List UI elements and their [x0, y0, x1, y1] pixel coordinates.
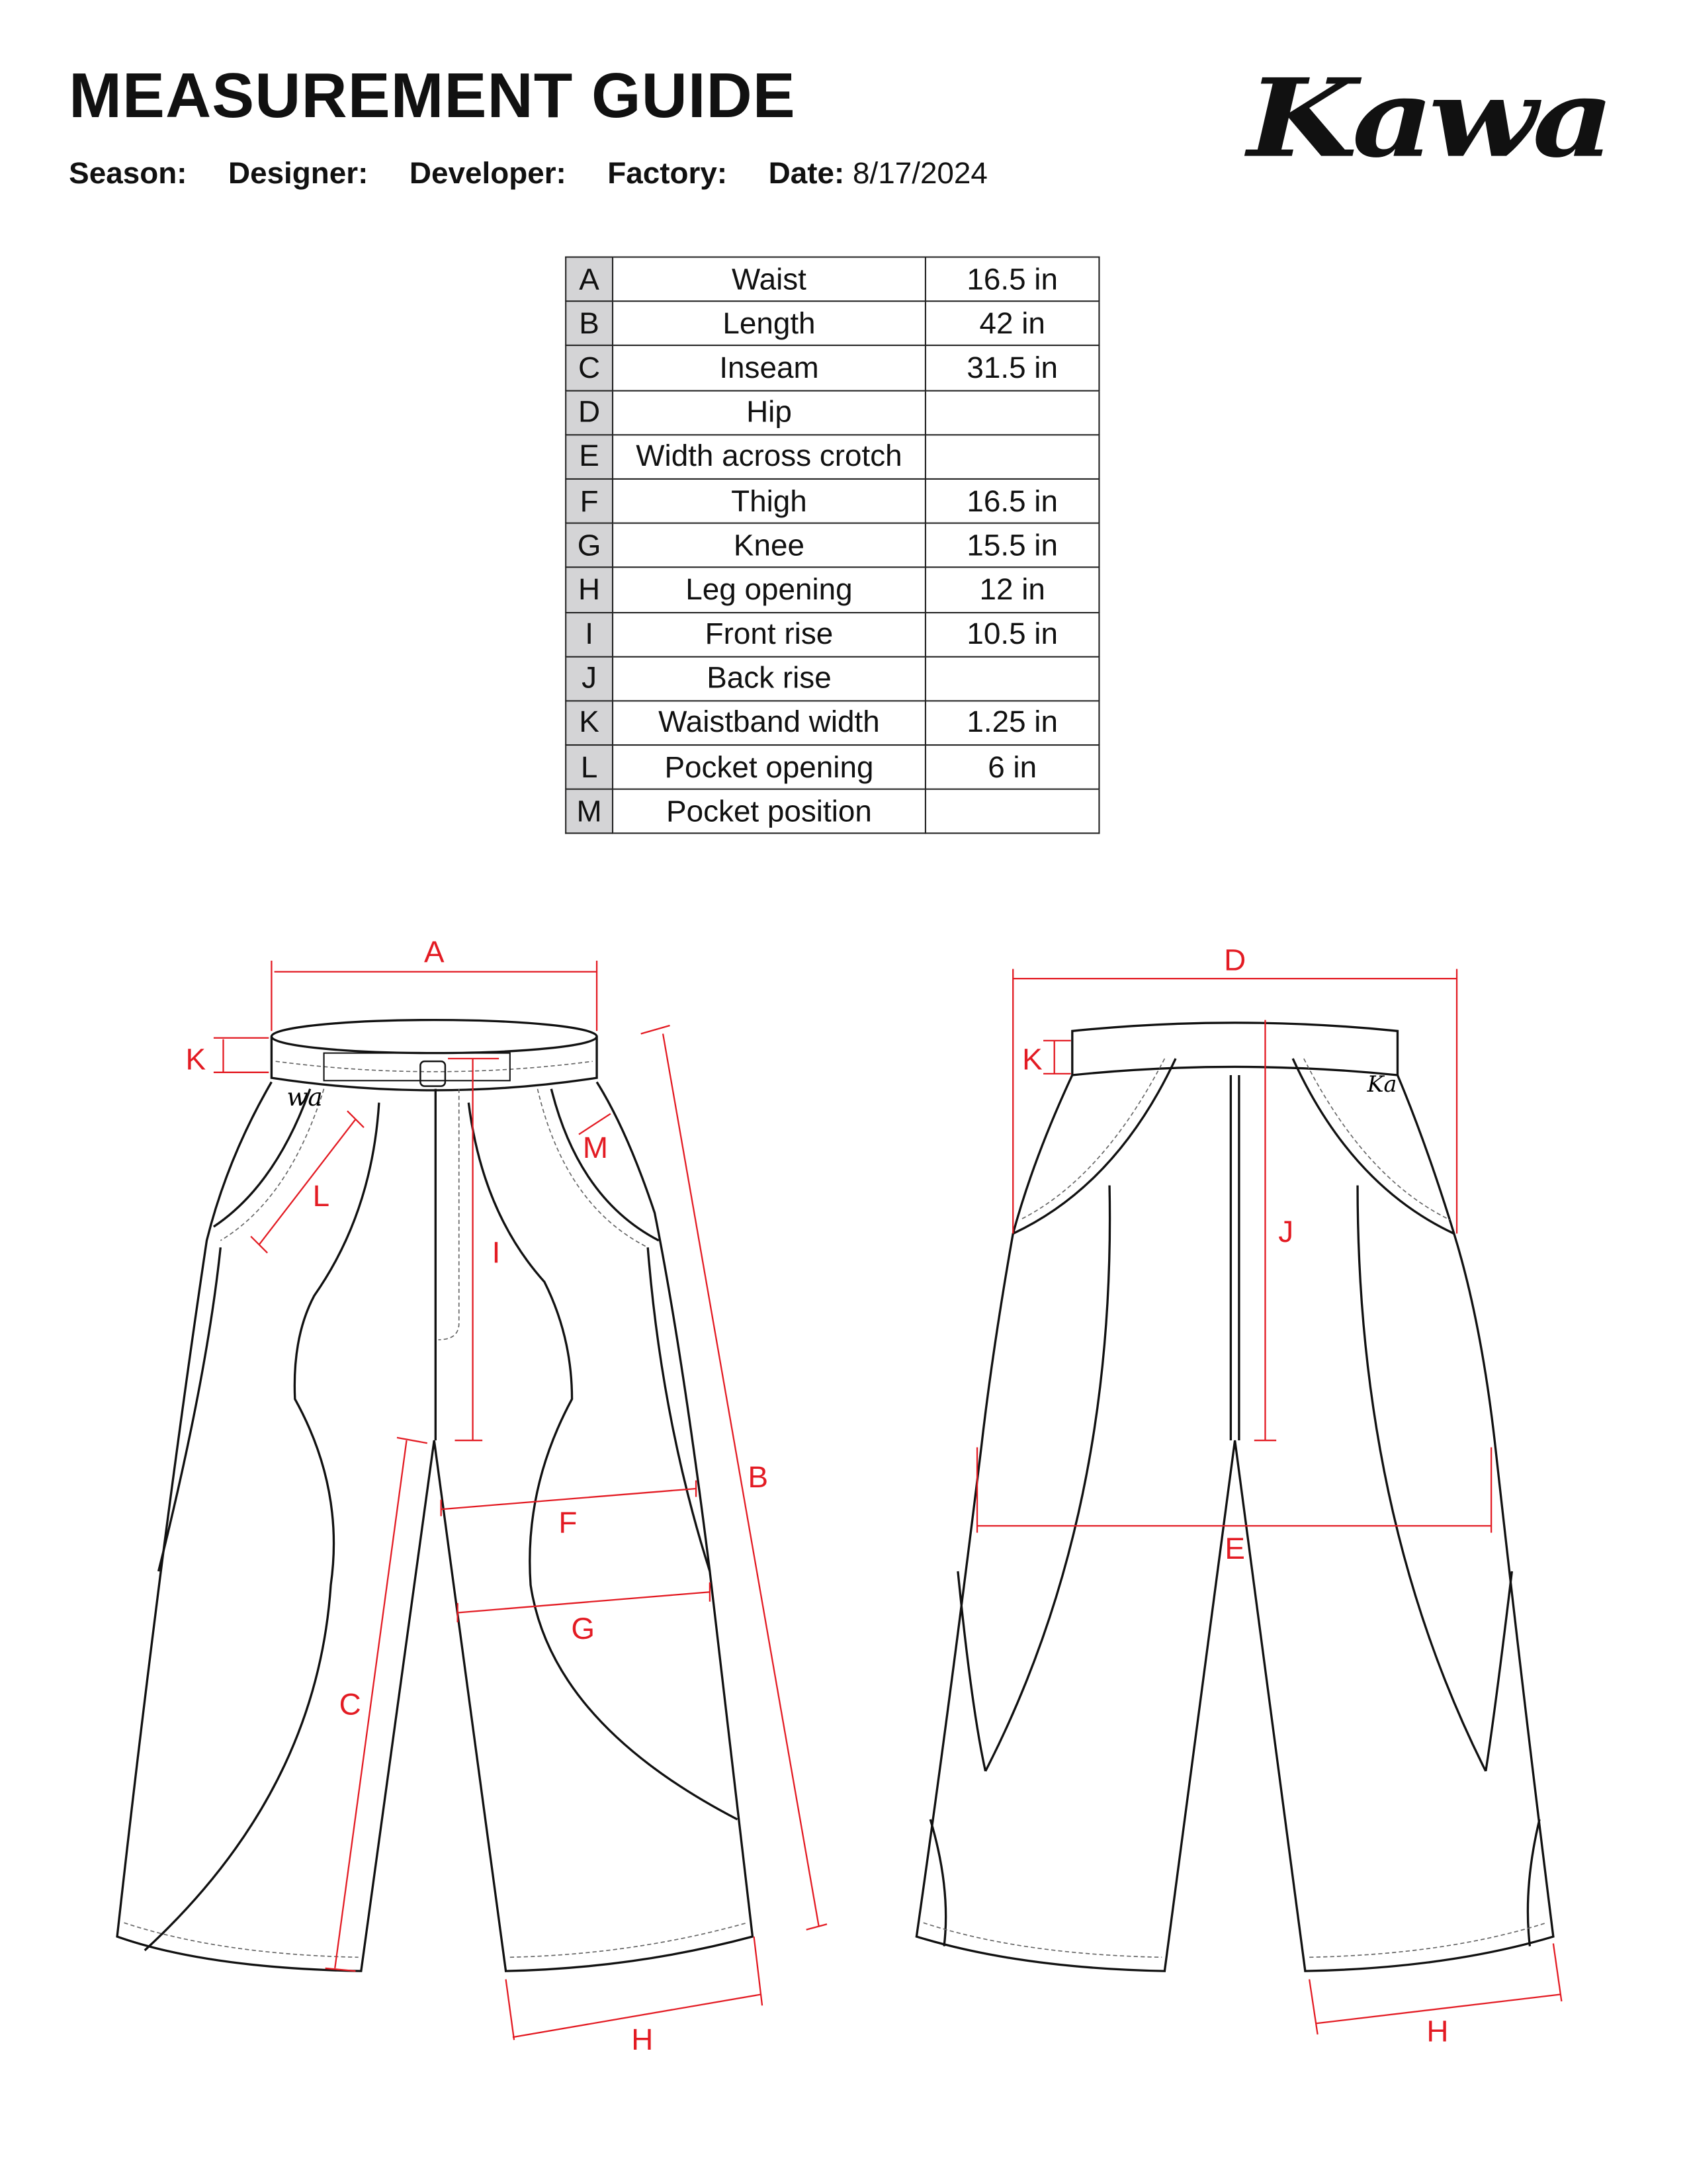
measurement-value: 42 in	[924, 300, 1100, 347]
dim-label-k: K	[186, 1043, 206, 1076]
date-label: Date:	[768, 155, 845, 191]
measurement-name: Waist	[611, 256, 926, 302]
measurement-name: Pocket position	[611, 789, 926, 835]
developer-label: Developer:	[409, 155, 566, 191]
measurement-code: H	[565, 566, 614, 613]
measurement-code: M	[565, 789, 614, 835]
date-value: 8/17/2024	[853, 155, 988, 191]
measurement-code: A	[565, 256, 614, 302]
measurement-value	[924, 789, 1100, 835]
measurement-name: Waistband width	[611, 700, 926, 746]
meta-row: Season: Designer: Developer: Factory: Da…	[69, 155, 988, 191]
measurement-name: Hip	[611, 389, 926, 435]
measurement-name: Leg opening	[611, 566, 926, 613]
measurement-value: 31.5 in	[924, 345, 1100, 391]
measurement-value: 6 in	[924, 744, 1100, 791]
dim-label-l: L	[313, 1179, 330, 1213]
measurement-name: Front rise	[611, 611, 926, 658]
measurement-code: K	[565, 700, 614, 746]
dim-label-c: C	[339, 1688, 361, 1722]
measurement-name: Width across crotch	[611, 433, 926, 480]
measurement-code: I	[565, 611, 614, 658]
season-label: Season:	[69, 155, 187, 191]
measurement-name: Length	[611, 300, 926, 347]
measurement-value: 1.25 in	[924, 700, 1100, 746]
measurement-value: 16.5 in	[924, 256, 1100, 302]
dim-label-f: F	[558, 1506, 577, 1540]
dim-label-d: D	[1224, 943, 1246, 977]
page-title: MEASUREMENT GUIDE	[69, 59, 796, 131]
dim-label-a: A	[424, 935, 445, 969]
dim-label-j: J	[1278, 1215, 1293, 1248]
front-dimensions: A K L M I B C F G H	[186, 935, 828, 2056]
measurement-name: Inseam	[611, 345, 926, 391]
measurement-code: J	[565, 655, 614, 702]
back-view-drawing: Ka	[915, 1022, 1555, 1972]
measurement-value	[924, 655, 1100, 702]
measurement-code: B	[565, 300, 614, 347]
back-dimensions: D K J E H	[976, 943, 1563, 2048]
dim-label-b: B	[748, 1460, 769, 1494]
measurement-value: 16.5 in	[924, 478, 1100, 524]
measurement-code: C	[565, 345, 614, 391]
measurement-value	[924, 389, 1100, 435]
measurement-name: Knee	[611, 522, 926, 568]
dim-label-h-back: H	[1426, 2014, 1448, 2048]
measurement-code: D	[565, 389, 614, 435]
brand-logo: Kawa	[1247, 55, 1614, 182]
measurement-code: L	[565, 744, 614, 791]
dim-label-m: M	[583, 1131, 608, 1164]
front-logo-embroidery: wa	[286, 1082, 322, 1112]
designer-label: Designer:	[228, 155, 368, 191]
factory-label: Factory:	[607, 155, 728, 191]
back-logo-embroidery: Ka	[1367, 1071, 1397, 1097]
dim-label-g: G	[571, 1612, 595, 1645]
measurement-value: 12 in	[924, 566, 1100, 613]
measurement-value: 15.5 in	[924, 522, 1100, 568]
dim-label-i: I	[492, 1235, 501, 1269]
measurement-code: E	[565, 433, 614, 480]
measurement-code: G	[565, 522, 614, 568]
measurement-code: F	[565, 478, 614, 524]
measurement-name: Thigh	[611, 478, 926, 524]
measurement-value	[924, 433, 1100, 480]
dim-label-k-back: K	[1022, 1043, 1043, 1076]
front-view-drawing: wa	[116, 1018, 754, 1972]
measurement-value: 10.5 in	[924, 611, 1100, 658]
dim-label-h-front: H	[631, 2023, 653, 2056]
dim-label-e: E	[1225, 1532, 1245, 1565]
measurement-name: Pocket opening	[611, 744, 926, 791]
measurement-name: Back rise	[611, 655, 926, 702]
